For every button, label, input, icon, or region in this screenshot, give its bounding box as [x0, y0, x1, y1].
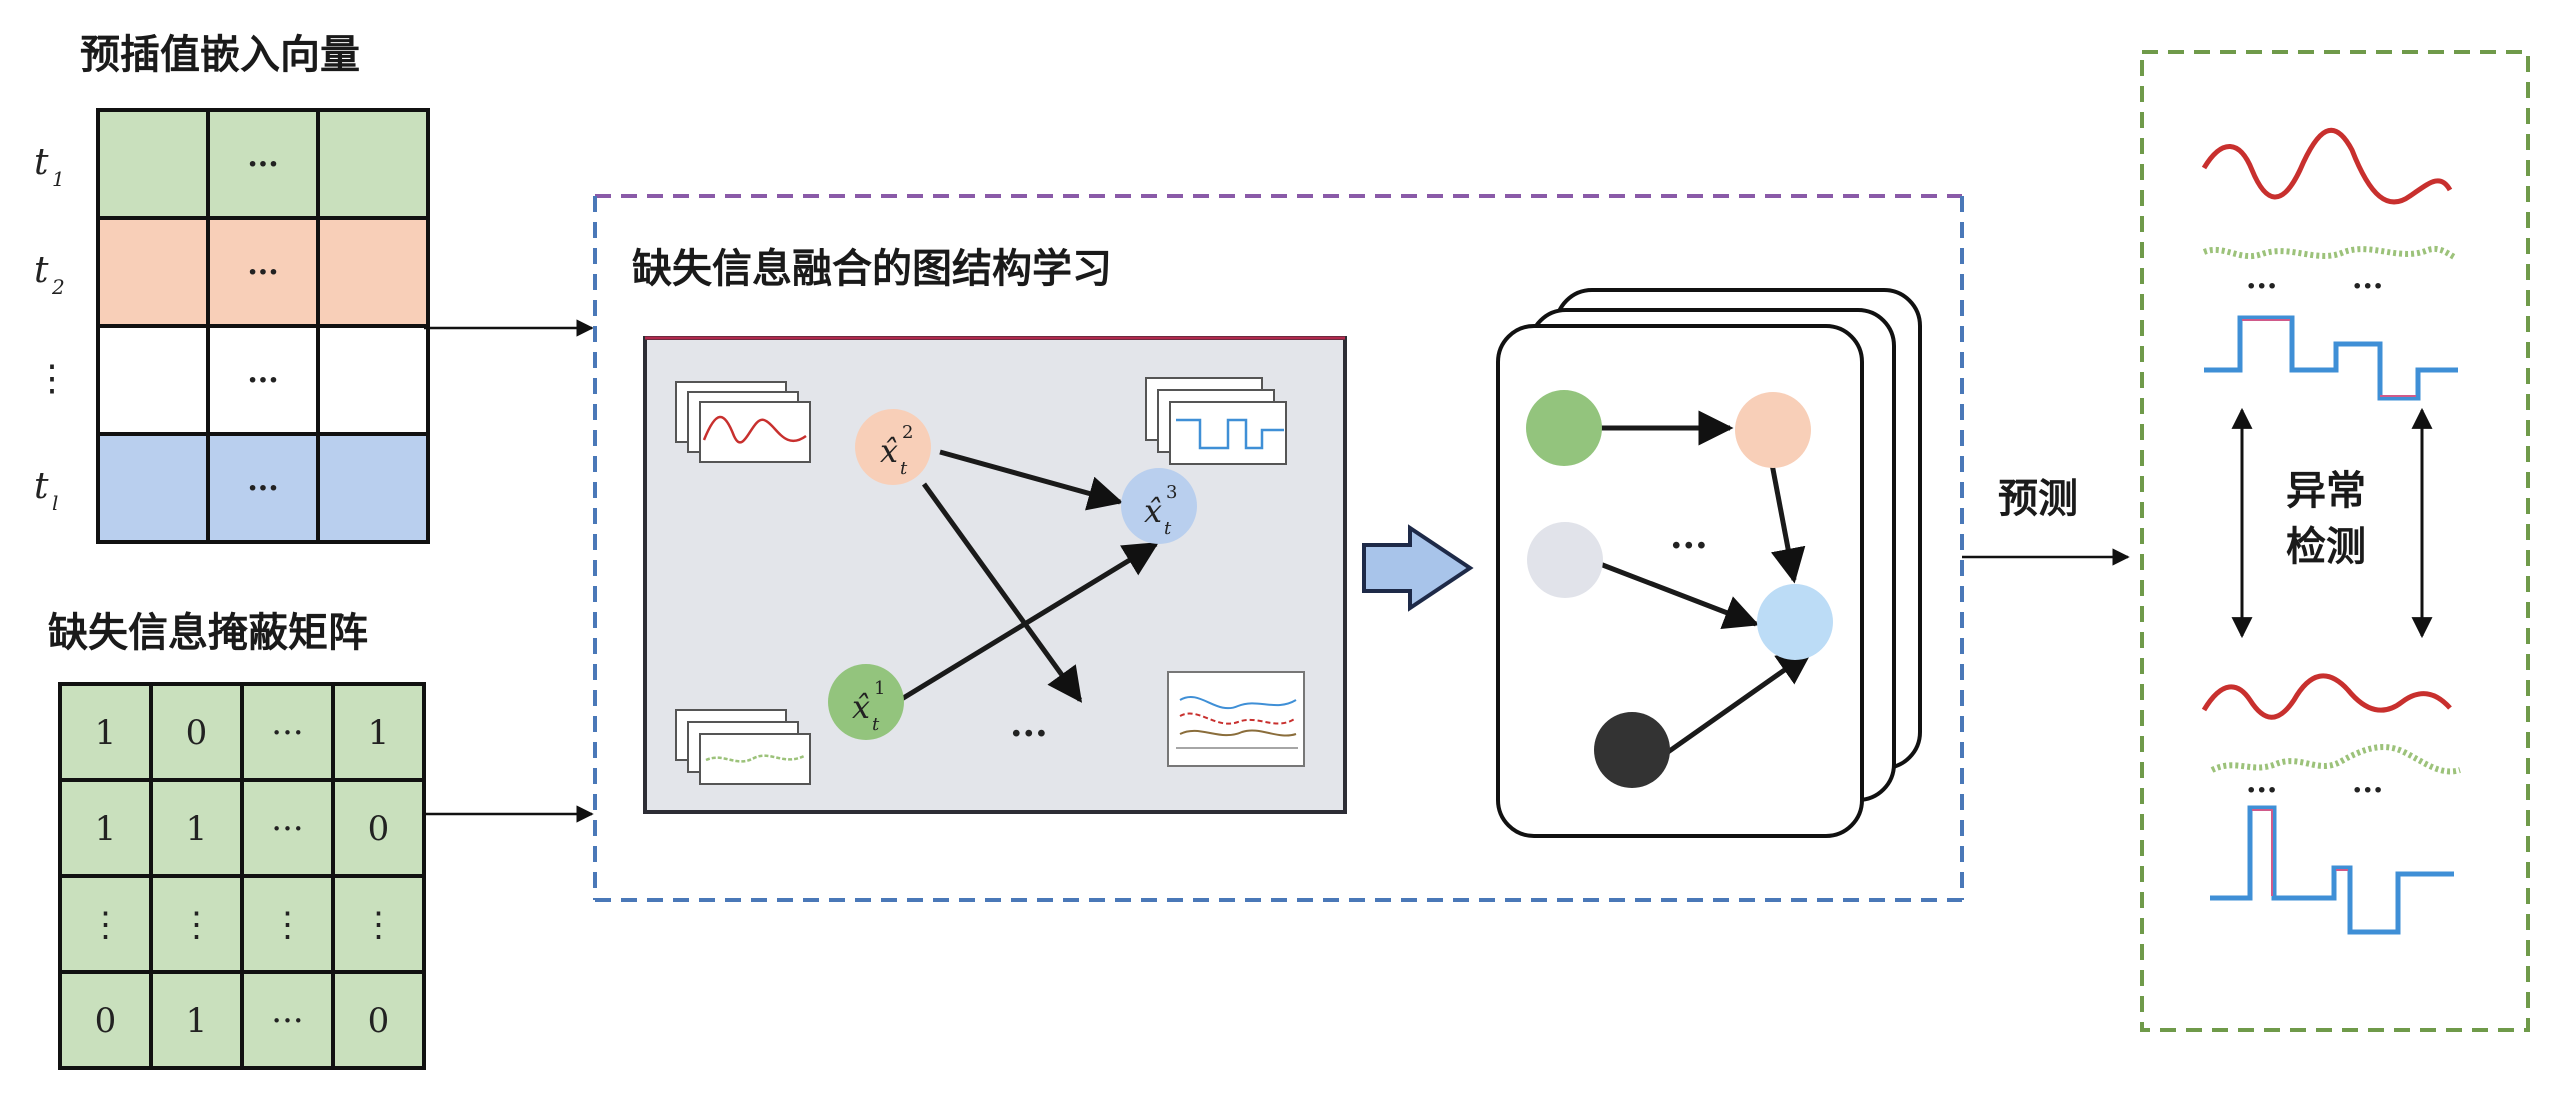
svg-text:x̂: x̂ — [852, 688, 870, 726]
series-bottom-pink — [2252, 809, 2348, 896]
mask-title: 缺失信息掩蔽矩阵 — [48, 610, 368, 656]
mask-cell — [149, 874, 244, 974]
anomaly-label-line1: 异常 — [2286, 468, 2366, 514]
embedding-cell — [316, 324, 430, 436]
svg-text:t: t — [900, 458, 908, 479]
mask-cell-value: ⋮ — [89, 905, 123, 945]
svg-text:2: 2 — [902, 422, 913, 443]
embedding-title: 预插值嵌入向量 — [80, 32, 360, 78]
mask-cell-value: ⋮ — [362, 905, 396, 945]
node-x1-label: x̂ t 1 — [852, 678, 885, 735]
mask-cell-value: 1 — [95, 809, 117, 849]
mask-cell-value: 1 — [368, 713, 390, 753]
embedding-cell — [96, 108, 210, 220]
fusion-ellipsis: ··· — [1010, 713, 1048, 755]
svg-text:3: 3 — [1166, 482, 1177, 503]
embedding-cell — [96, 216, 210, 328]
embedding-cell-text: ··· — [247, 471, 278, 506]
anomaly-label-line2: 检测 — [2286, 524, 2366, 570]
series-bottom-red — [2201, 673, 2452, 720]
learned-node-gray — [1527, 522, 1603, 598]
row-label-sub: 2 — [51, 275, 65, 299]
series-top-blue — [2204, 315, 2458, 401]
block-arrow — [1362, 524, 1474, 612]
mask-cell-value: ⋮ — [180, 905, 214, 945]
node-x3 — [1121, 468, 1197, 544]
series-top-red — [2201, 127, 2453, 205]
mask-cell-value: ⋮ — [271, 905, 305, 945]
series-cards-red — [675, 381, 811, 463]
learned-node-black — [1594, 712, 1670, 788]
svg-text:1: 1 — [874, 678, 885, 699]
embedding-cell-text: ··· — [247, 363, 278, 398]
node-x2 — [855, 409, 931, 485]
node-x3-label: x̂ t 3 — [1144, 482, 1177, 539]
mask-matrix-grid: 1 0 ··· 1 1 1 ··· 0 ⋮ ⋮ ⋮ ⋮ 0 1 ··· 0 — [58, 682, 426, 1070]
mask-cell — [149, 682, 244, 782]
embedding-cell-text: ··· — [247, 147, 278, 182]
series-top-pink — [2242, 319, 2416, 397]
mask-cell-value: ··· — [271, 809, 303, 849]
mask-cell — [58, 970, 153, 1070]
mask-cell-value: 0 — [95, 1001, 117, 1041]
embedding-cell — [96, 324, 210, 436]
mask-cell-value: 1 — [186, 1001, 208, 1041]
learned-node-green — [1526, 390, 1602, 466]
row-label: t — [34, 466, 49, 507]
learned-node-orange — [1735, 392, 1811, 468]
embedding-cell — [96, 432, 210, 544]
svg-text:x̂: x̂ — [1144, 492, 1162, 530]
mask-cell-value: ··· — [271, 713, 303, 753]
series-bottom-blue — [2210, 805, 2454, 935]
bottom-ellipsis-left: ··· — [2246, 773, 2277, 808]
top-ellipsis-left: ··· — [2246, 269, 2277, 304]
embedding-cell — [316, 216, 430, 328]
row-label: t — [34, 142, 49, 183]
embedding-cell — [206, 108, 320, 220]
series-cards-green — [675, 709, 811, 785]
mask-cell — [331, 970, 426, 1070]
mask-cell — [240, 970, 335, 1070]
predict-label: 预测 — [1998, 476, 2078, 522]
mask-cell-value: 1 — [186, 809, 208, 849]
anomaly-box — [2140, 50, 2530, 1032]
series-bottom-green — [2210, 744, 2461, 775]
learned-graph-ellipsis: ··· — [1670, 525, 1708, 567]
row-label-sub: 1 — [52, 167, 65, 191]
embedding-cell-text: ··· — [247, 255, 278, 290]
row-label: ⋮ — [34, 358, 70, 399]
mask-cell — [331, 874, 426, 974]
svg-text:t: t — [872, 714, 880, 735]
embedding-cell — [316, 432, 430, 544]
graph-learning-box — [593, 194, 1964, 902]
row-label-sub: l — [52, 491, 58, 515]
node-x1 — [828, 664, 904, 740]
mask-cell-value: ··· — [271, 1001, 303, 1041]
fusion-edges — [898, 449, 1159, 703]
mask-cell — [149, 778, 244, 878]
bottom-ellipsis-right: ··· — [2352, 773, 2383, 808]
mask-cell-value: 0 — [186, 713, 208, 753]
mask-cell — [331, 682, 426, 782]
series-mini-chart — [1167, 671, 1305, 767]
svg-text:t: t — [1164, 518, 1172, 539]
graph-learning-title: 缺失信息融合的图结构学习 — [632, 246, 1112, 292]
mask-cell-value: 1 — [95, 713, 117, 753]
series-cards-blue — [1145, 377, 1287, 465]
learned-node-blue — [1757, 584, 1833, 660]
row-label: t — [34, 250, 49, 291]
learned-graph-edges — [1598, 410, 1813, 755]
mask-cell-value: 0 — [368, 1001, 390, 1041]
series-top-green — [2202, 246, 2458, 261]
mask-cell — [331, 778, 426, 878]
svg-text:x̂: x̂ — [880, 432, 898, 470]
top-ellipsis-right: ··· — [2352, 269, 2383, 304]
mask-cell-value: 0 — [368, 809, 390, 849]
embedding-cell — [316, 108, 430, 220]
node-x2-label: x̂ t 2 — [880, 422, 913, 479]
